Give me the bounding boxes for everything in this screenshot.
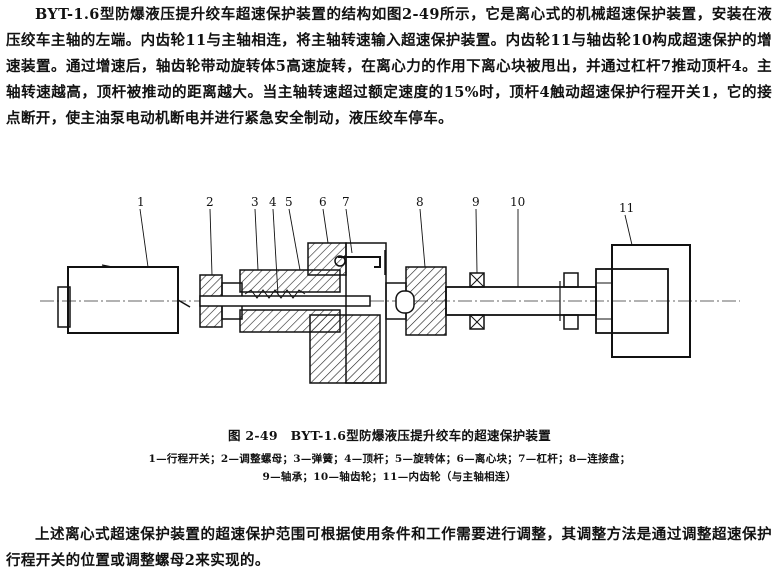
spring [244, 289, 306, 299]
part-number-10: 10 [510, 195, 525, 209]
part-number-2: 2 [206, 195, 214, 209]
part-number-1: 1 [137, 195, 145, 209]
part-number-9: 9 [472, 195, 480, 209]
part-number-3: 3 [251, 195, 259, 209]
internal-gear [595, 244, 691, 358]
figure-caption-title: 图 2-49 BYT-1.6型防爆液压提升绞车的超速保护装置 [227, 428, 552, 443]
part-number-4: 4 [269, 195, 277, 209]
overspeed-device-diagram: 1 2 3 4 5 6 7 8 9 10 11 [40, 195, 740, 395]
closing-paragraph: 上述离心式超速保护装置的超速保护范围可根据使用条件和工作需要进行调整，其调整方法… [6, 526, 772, 569]
leader-lines [139, 208, 633, 296]
part-number-7: 7 [342, 195, 350, 209]
push-rod [199, 295, 371, 307]
part-number-6: 6 [319, 195, 327, 209]
intro-paragraph: BYT-1.6型防爆液压提升绞车超速保护装置的结构如图2-49所示，它是离心式的… [6, 6, 772, 127]
connecting-plate [385, 266, 447, 336]
limit-switch [57, 264, 191, 334]
lever [334, 250, 386, 275]
part-number-8: 8 [416, 195, 424, 209]
figure-legend-line-1: 1—行程开关；2—调整螺母；3—弹簧；4—顶杆；5—旋转体；6—离心块；7—杠杆… [148, 453, 631, 465]
part-number-11: 11 [619, 201, 634, 215]
diagram-svg: 1 2 3 4 5 6 7 8 9 10 11 [40, 195, 740, 384]
centrifugal-block [307, 242, 387, 384]
bearing [469, 272, 579, 330]
figure-legend-line-2: 9—轴承；10—轴齿轮；11—内齿轮（与主轴相连） [262, 471, 517, 483]
part-number-5: 5 [285, 195, 293, 209]
